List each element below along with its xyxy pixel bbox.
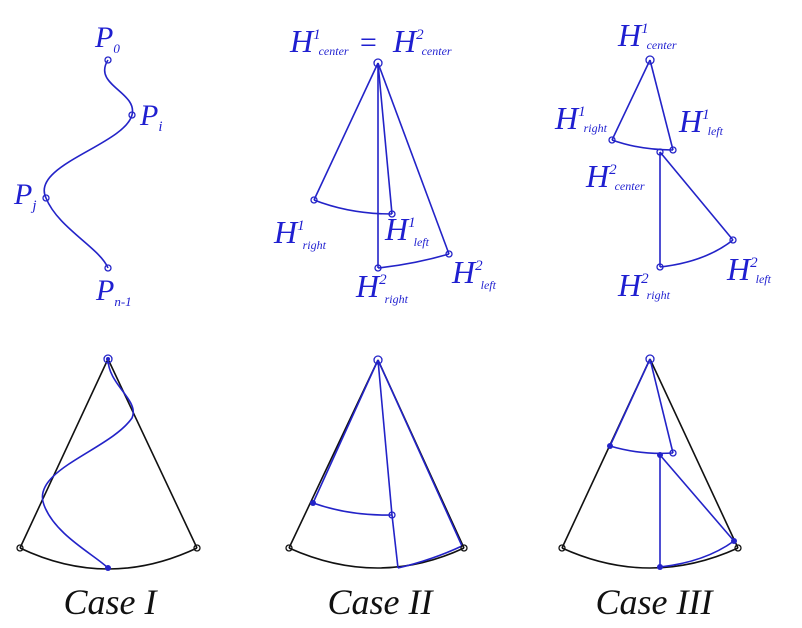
node-h2-left (445, 250, 453, 258)
apex (645, 354, 655, 364)
edge (649, 59, 674, 151)
sector-edge-right (649, 358, 739, 549)
sector-edge-right (107, 358, 198, 549)
corner-right (734, 544, 742, 552)
curve-end-dot (105, 565, 111, 571)
label-pn1: Pn-1 (95, 274, 132, 309)
node (669, 449, 677, 457)
node-h1-left (669, 146, 677, 154)
node (388, 511, 396, 519)
arc-h2 (377, 253, 450, 269)
caption-case-ii: Case II (328, 582, 435, 622)
node-center (373, 58, 383, 68)
corner-right (460, 544, 468, 552)
node-h1-left (388, 210, 396, 218)
label-equals: = (358, 26, 378, 59)
arc-h1 (312, 502, 393, 516)
apex-dot (106, 357, 110, 361)
node-h1-center (645, 55, 655, 65)
case-iii-sector (558, 354, 742, 570)
edge (649, 358, 674, 454)
arc-h2 (397, 545, 463, 569)
arc-h2 (659, 239, 734, 268)
point-pi (128, 111, 136, 119)
node-h1-right (608, 136, 616, 144)
case-ii-sector (285, 355, 468, 569)
point-p0 (104, 56, 112, 64)
sector-arc (561, 547, 739, 569)
corner-left (558, 544, 566, 552)
apex (103, 354, 113, 364)
bezier-curve (43, 59, 134, 269)
case-i-sector (16, 354, 201, 571)
node-h2-right (374, 264, 382, 272)
node (657, 564, 663, 570)
edge (377, 62, 450, 255)
node (310, 500, 316, 506)
apex (373, 355, 383, 365)
node-h1-right (310, 196, 318, 204)
edge-blue-left (312, 359, 379, 504)
arc-h2 (659, 540, 735, 568)
panel-curve: P0 Pi Pj Pn-1 (13, 21, 163, 309)
edge (659, 151, 734, 241)
node-h2-center (656, 148, 664, 156)
node (731, 538, 737, 544)
edge (659, 454, 735, 542)
edge (609, 358, 651, 447)
corner-left (16, 544, 24, 552)
mapped-curve (41, 358, 135, 569)
label-pi: Pi (139, 99, 163, 135)
label-p0: P0 (94, 21, 120, 56)
node-h2-right (656, 263, 664, 271)
edge-blue-down (391, 514, 399, 569)
arc-h1 (313, 199, 393, 215)
caption-case-i: Case I (64, 582, 159, 622)
point-pj (42, 194, 50, 202)
point-pn1 (104, 264, 112, 272)
node-h2-left (729, 236, 737, 244)
corner-right (193, 544, 201, 552)
edge-blue-right (377, 359, 463, 547)
edge (611, 59, 651, 141)
sector-edge-left (19, 358, 109, 549)
sector-arc (288, 547, 465, 569)
edge (377, 62, 393, 215)
arc-h1 (609, 445, 674, 455)
arc-h1 (611, 139, 674, 151)
corner-left (285, 544, 293, 552)
edge (313, 62, 379, 201)
node (657, 452, 663, 458)
label-pj: Pj (13, 178, 37, 214)
node (607, 443, 613, 449)
caption-case-iii: Case III (596, 582, 715, 622)
edge-blue-mid (377, 359, 393, 516)
